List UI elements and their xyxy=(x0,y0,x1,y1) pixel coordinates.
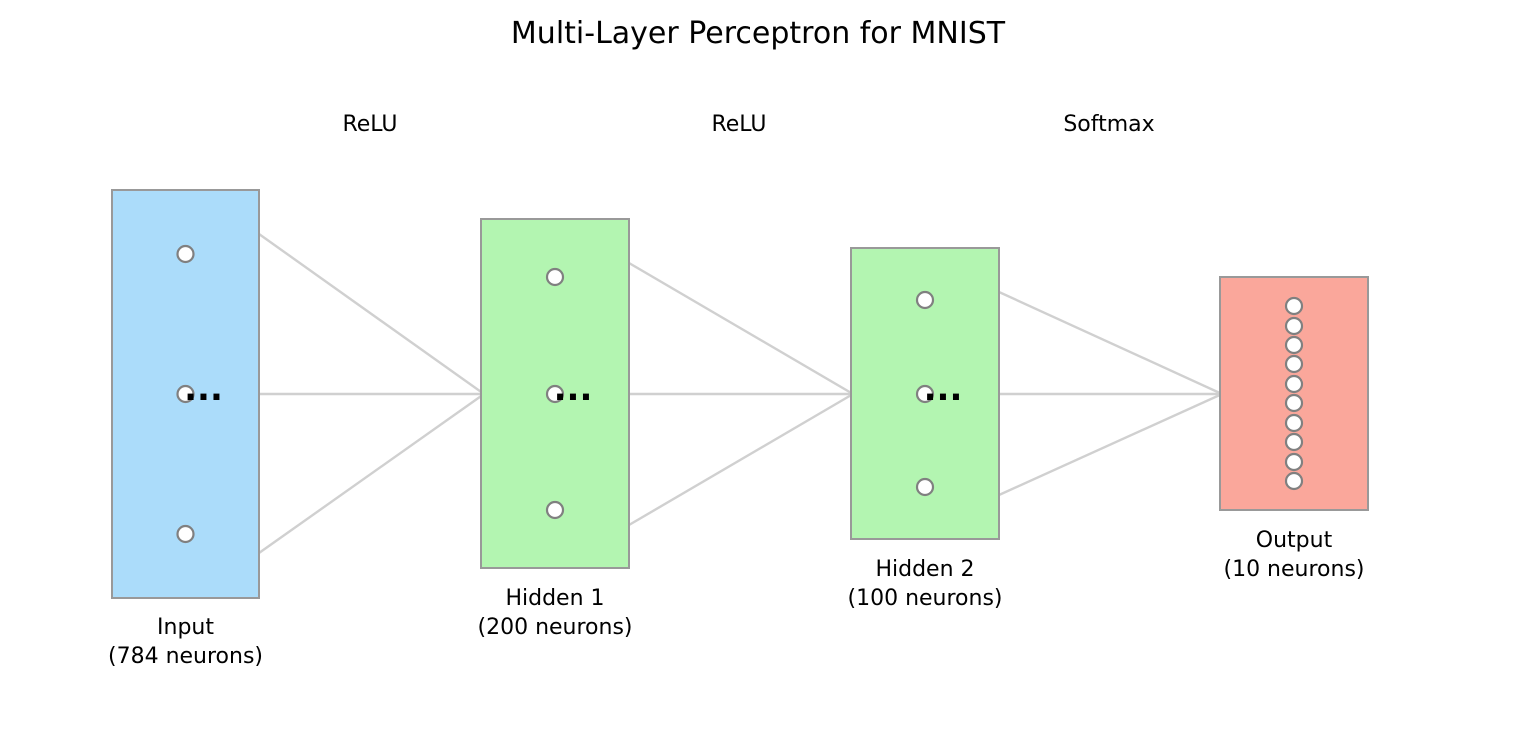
neuron-2-1 xyxy=(545,267,565,287)
connection-line-2-1 xyxy=(628,261,854,396)
layer-label-2: Hidden 1 xyxy=(505,586,604,611)
neuron-4-7 xyxy=(1284,413,1304,433)
activation-label-3: Softmax xyxy=(1063,112,1154,137)
neuron-4-8 xyxy=(1284,432,1304,452)
connection-line-1-3 xyxy=(258,393,485,554)
neuron-4-6 xyxy=(1284,393,1304,413)
ellipsis-1: ... xyxy=(184,369,223,409)
layer-label-1: Input xyxy=(157,615,214,640)
layer-units-1: (784 neurons) xyxy=(108,644,263,669)
activation-label-1: ReLU xyxy=(342,112,397,137)
neuron-4-5 xyxy=(1284,374,1304,394)
connection-line-3-3 xyxy=(998,392,1223,497)
neuron-4-3 xyxy=(1284,335,1304,355)
layer-label-3: Hidden 2 xyxy=(875,557,974,582)
neuron-3-1 xyxy=(915,290,935,310)
layer-units-4: (10 neurons) xyxy=(1223,557,1364,582)
neuron-2-3 xyxy=(545,500,565,520)
ellipsis-3: ... xyxy=(924,369,963,409)
activation-label-2: ReLU xyxy=(711,112,766,137)
layer-units-2: (200 neurons) xyxy=(478,615,633,640)
labels-group: Input (784 neurons) Hidden 1 (200 neurons) H… xyxy=(108,528,1365,669)
diagram-title: Multi-Layer Perceptron for MNIST xyxy=(511,16,1006,51)
neuron-1-3 xyxy=(176,524,195,544)
layer-label-4: Output xyxy=(1256,528,1333,553)
connection-line-2-3 xyxy=(628,392,854,527)
connection-line-3-1 xyxy=(998,290,1223,396)
neuron-4-10 xyxy=(1284,471,1304,491)
neuron-3-2 xyxy=(915,384,935,404)
connection-line-1-1 xyxy=(258,233,485,395)
neuron-2-2 xyxy=(545,384,565,404)
neuron-1-2 xyxy=(176,384,195,404)
neuron-1-1 xyxy=(176,244,195,264)
connections-group xyxy=(258,233,1223,554)
activations-group: ReLU ReLU Softmax xyxy=(342,112,1154,137)
layer-units-3: (100 neurons) xyxy=(848,586,1003,611)
layers-group: ......... xyxy=(111,189,1369,599)
neuron-4-2 xyxy=(1284,316,1304,336)
neuron-4-4 xyxy=(1284,354,1304,374)
ellipsis-2: ... xyxy=(554,369,593,409)
layer-box-4 xyxy=(1219,276,1369,511)
neuron-4-1 xyxy=(1284,296,1304,316)
neuron-4-9 xyxy=(1284,452,1304,472)
neuron-3-3 xyxy=(915,477,935,497)
